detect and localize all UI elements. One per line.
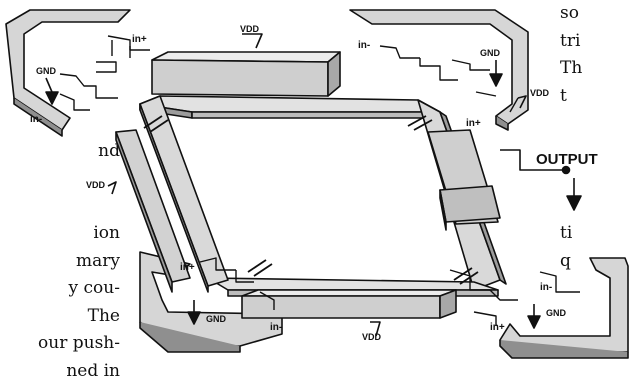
gnd-label-top-left: GND <box>36 66 57 76</box>
vdd-label-left: VDD <box>86 180 106 190</box>
vdd-label-top: VDD <box>240 24 260 34</box>
in-plus-label-br: in+ <box>490 322 505 333</box>
in-minus-label-tr: in- <box>358 40 370 51</box>
in-plus-label-tr: in+ <box>466 118 481 129</box>
ring-top-edge <box>140 96 440 118</box>
output-label: OUTPUT <box>536 151 598 168</box>
vdd-label-right: VDD <box>530 88 550 98</box>
gain-block-top <box>152 52 340 96</box>
gnd-label-bottom-right: GND <box>546 308 567 318</box>
gnd-label-top-right: GND <box>480 48 501 58</box>
circuit-top-left <box>60 36 150 110</box>
in-plus-label-tl: in+ <box>132 34 147 45</box>
in-minus-label-tl: in- <box>30 114 42 125</box>
in-plus-label-bl: in+ <box>180 262 195 273</box>
gain-block-right <box>428 130 500 230</box>
gnd-label-bottom-left: GND <box>206 314 227 324</box>
vdd-label-bottom: VDD <box>362 332 382 342</box>
corner-guide-top-left <box>6 10 130 136</box>
in-minus-label-br: in- <box>540 282 552 293</box>
in-minus-label-bl: in- <box>270 322 282 333</box>
